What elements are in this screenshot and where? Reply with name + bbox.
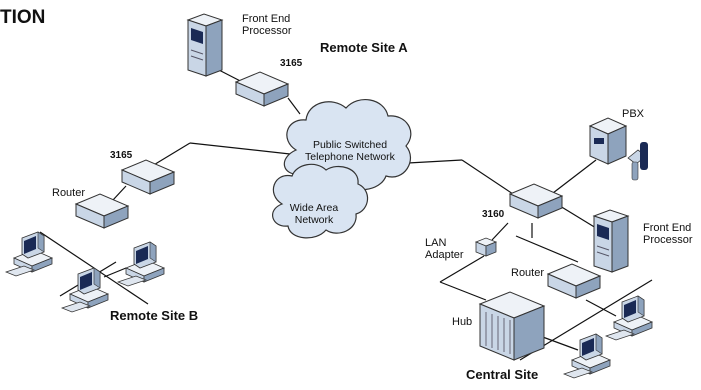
link-modem-b-pstn-2	[189, 142, 291, 155]
router-b	[75, 193, 129, 229]
link-pstn-modem-c-1	[407, 159, 463, 164]
link-adapter-hub-1	[439, 255, 485, 283]
label-router-b: Router	[52, 187, 86, 199]
drop-pc-b3	[103, 267, 127, 278]
drop-router-c	[585, 299, 617, 317]
label-router-c: Router	[511, 267, 545, 279]
label-lan-adapter-line1: LAN	[425, 237, 447, 249]
label-wan-line1: Wide Area	[289, 202, 339, 214]
label-lan-adapter-line2: Adapter	[425, 249, 464, 261]
label-fep-a-line2: Processor	[242, 25, 292, 37]
front-end-processor-a	[187, 13, 223, 77]
pbx	[588, 117, 628, 165]
front-end-processor-c	[593, 209, 629, 273]
label-modem-a: 3165	[280, 58, 303, 69]
modem-3160	[509, 183, 563, 219]
link-modem-c-fep	[559, 205, 597, 229]
label-fep-c-line2: Processor	[643, 234, 693, 246]
link-modem-c-pbx	[552, 159, 597, 194]
label-pstn-line1: Public Switched	[312, 139, 388, 151]
telephone-icon	[627, 142, 648, 181]
modem-3165-a	[235, 71, 289, 107]
label-pbx: PBX	[622, 108, 645, 120]
link-modem-c-adapter	[491, 222, 509, 241]
label-fep-c-line1: Front End	[643, 222, 692, 234]
link-modem-b-pstn-1	[151, 142, 191, 167]
drop-pc-c2	[539, 335, 579, 351]
label-remote-site-b: Remote Site B	[110, 308, 199, 323]
workstation-b1	[5, 231, 53, 277]
lan-adapter	[474, 237, 498, 257]
workstation-b3	[117, 241, 165, 287]
link-pstn-modem-c-2	[461, 159, 517, 197]
label-hub: Hub	[452, 316, 473, 328]
page-title: TION	[0, 7, 46, 28]
hub	[478, 291, 546, 361]
label-modem-c: 3160	[482, 209, 505, 220]
router-c	[547, 263, 601, 299]
label-remote-site-a: Remote Site A	[320, 40, 408, 55]
modem-3165-b	[121, 159, 175, 195]
label-central-site: Central Site	[466, 367, 539, 382]
label-modem-b: 3165	[110, 150, 133, 161]
link-modem-c-router	[515, 235, 579, 263]
workstation-c2	[563, 333, 611, 379]
workstation-c1	[605, 295, 653, 341]
link-adapter-hub-2	[439, 281, 487, 301]
label-fep-a-line1: Front End	[242, 13, 291, 25]
wan-cloud	[272, 163, 369, 239]
link-modem-a-pstn	[287, 97, 301, 115]
label-wan-line2: Network	[294, 214, 334, 226]
label-pstn-line2: Telephone Network	[305, 151, 395, 163]
link-modem-router-b	[112, 185, 127, 201]
